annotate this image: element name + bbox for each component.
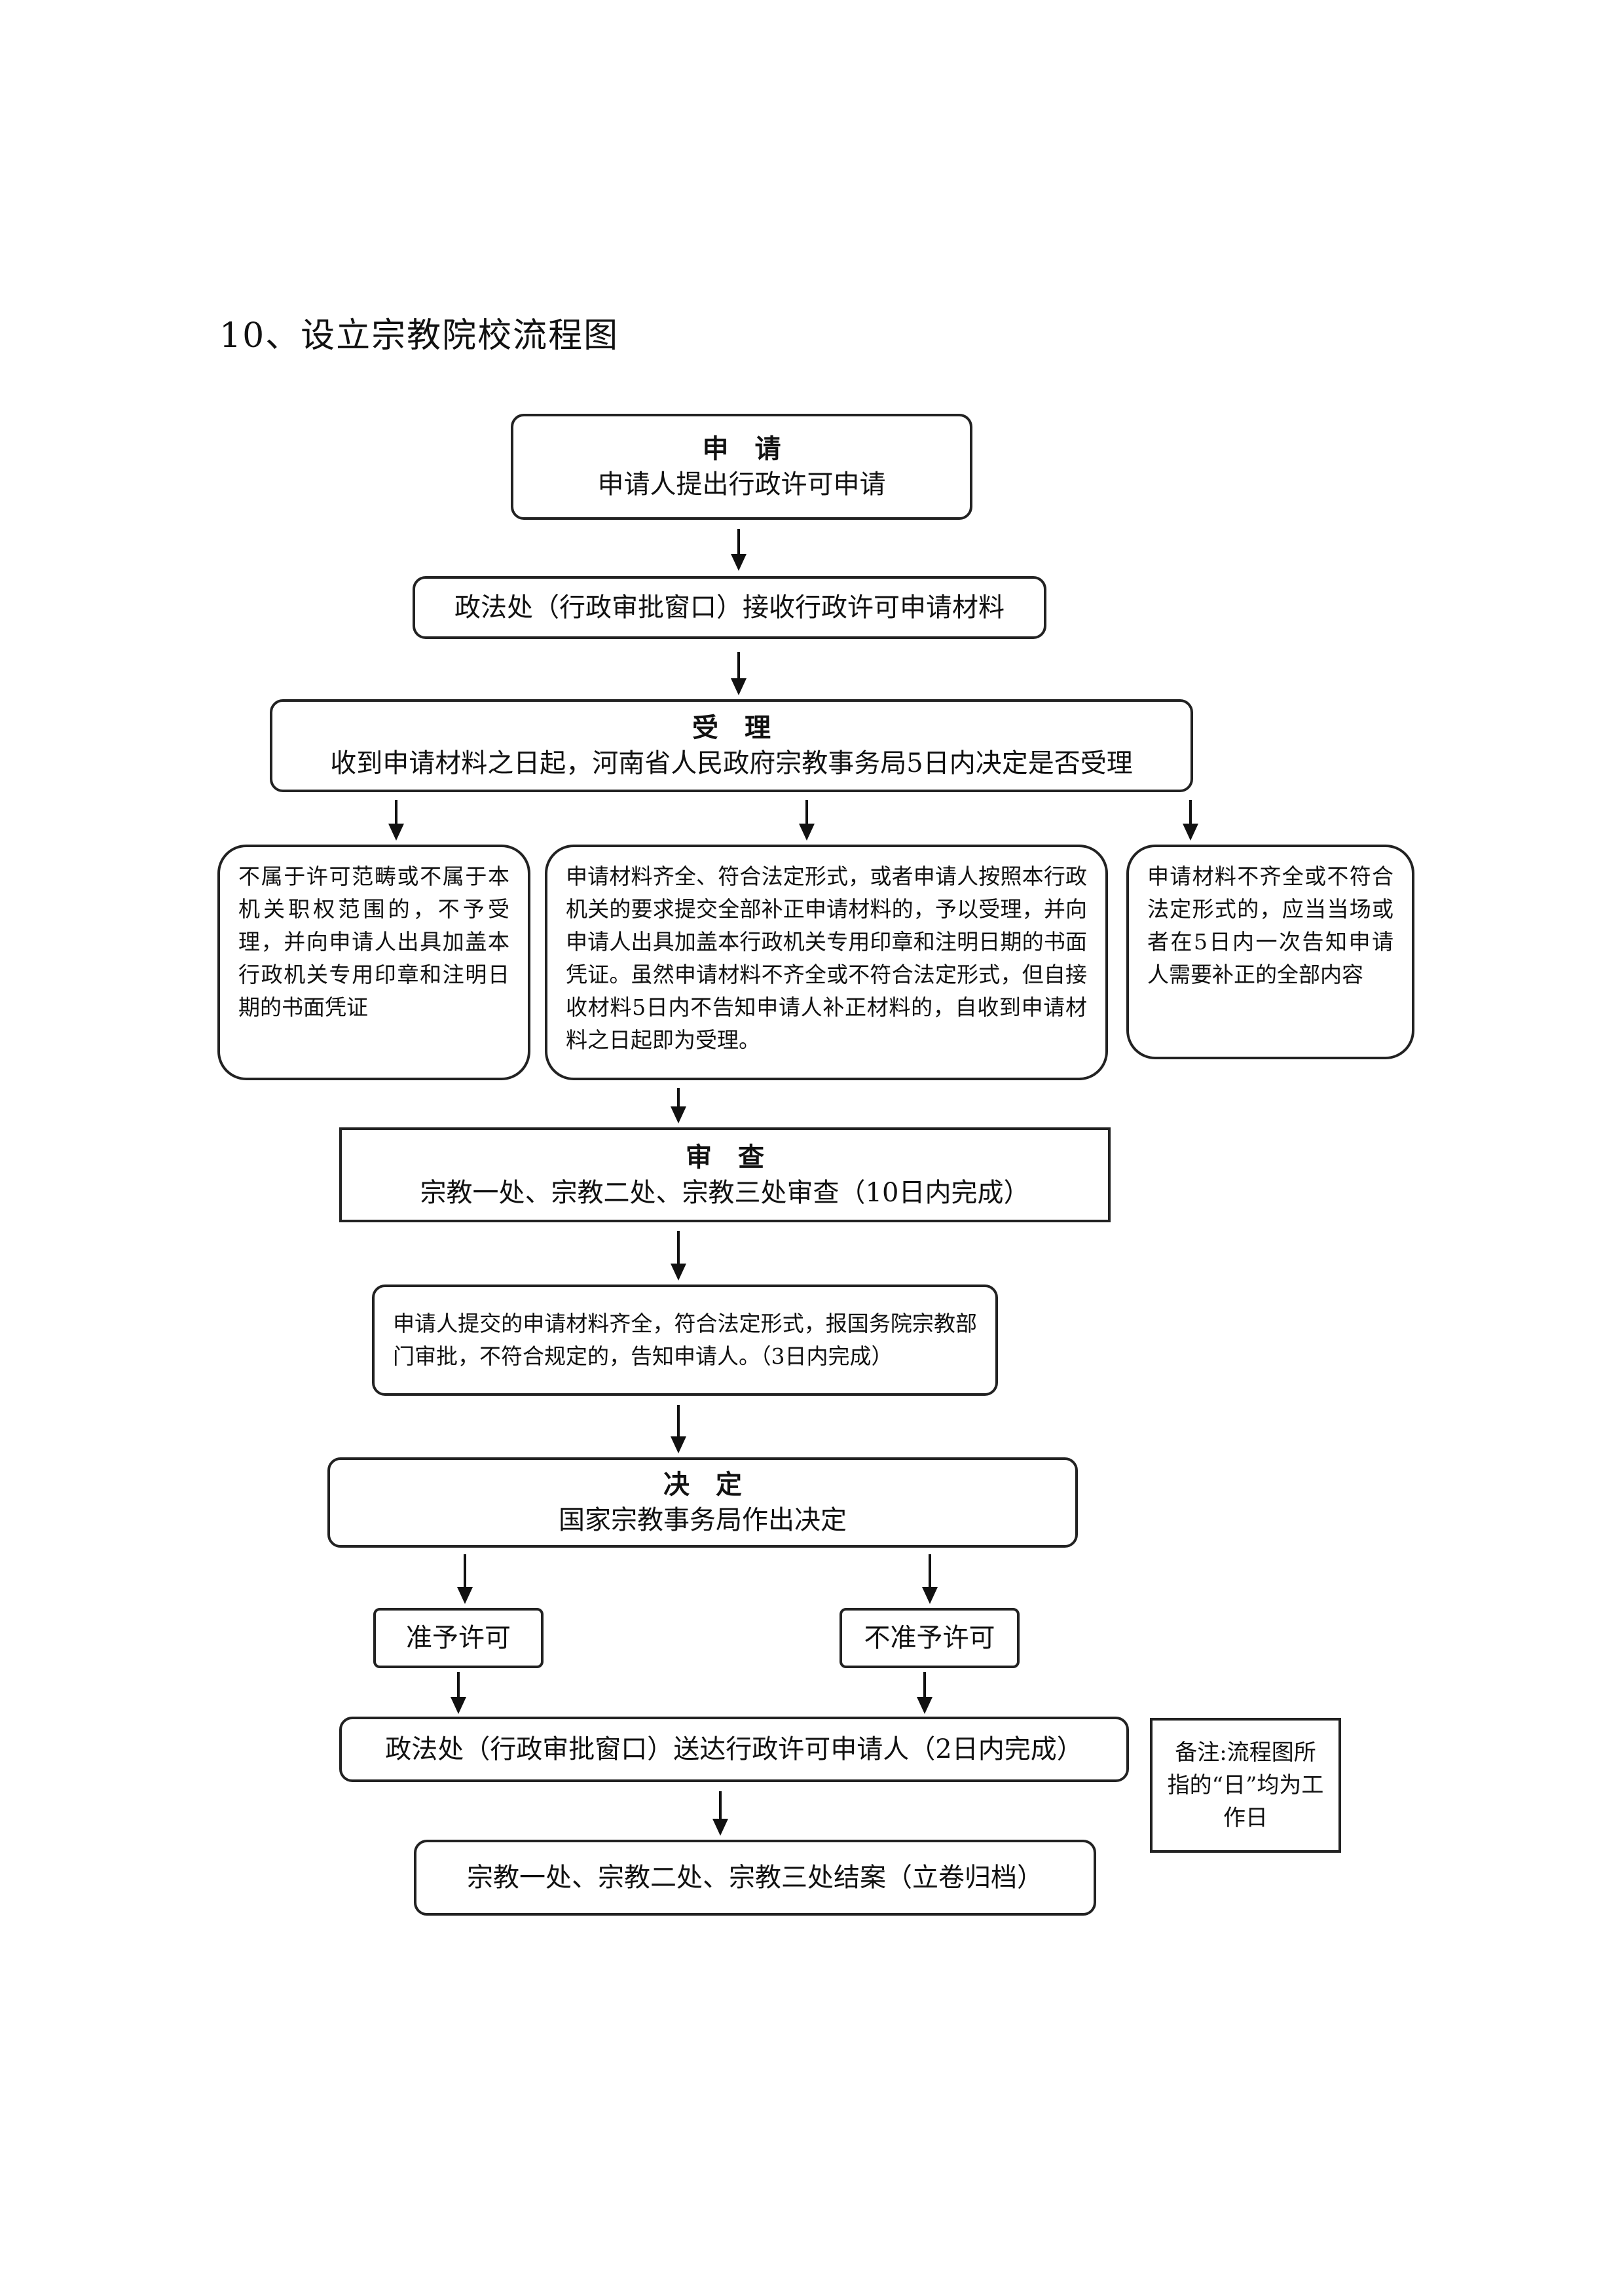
approve-box: 准予许可: [373, 1608, 544, 1668]
apply-body: 申请人提出行政许可申请: [597, 469, 886, 500]
supplement-box: 申请材料不齐全或不符合法定形式的，应当当场或者在5日内一次告知申请人需要补正的全…: [1126, 845, 1414, 1059]
accept-box: 受理 收到申请材料之日起，河南省人民政府宗教事务局5日内决定是否受理: [270, 699, 1193, 792]
apply-box: 申请 申请人提出行政许可申请: [511, 414, 972, 520]
receive-body: 政法处（行政审批窗口）接收行政许可申请材料: [454, 592, 1005, 623]
reject-acceptance-body: 不属于许可范畴或不属于本机关职权范围的，不予受理，并向申请人出具加盖本行政机关专…: [238, 864, 509, 1020]
receive-box: 政法处（行政审批窗口）接收行政许可申请材料: [413, 576, 1046, 639]
page-title: 10、设立宗教院校流程图: [219, 316, 619, 355]
report-box: 申请人提交的申请材料齐全，符合法定形式，报国务院宗教部门审批，不符合规定的，告知…: [372, 1285, 998, 1396]
accept-body: 收到申请材料之日起，河南省人民政府宗教事务局5日内决定是否受理: [330, 748, 1133, 778]
decide-box: 决定 国家宗教事务局作出决定: [327, 1457, 1078, 1548]
deliver-body: 政法处（行政审批窗口）送达行政许可申请人（2日内完成）: [385, 1734, 1083, 1764]
not-approve-body: 不准予许可: [864, 1623, 995, 1653]
archive-box: 宗教一处、宗教二处、宗教三处结案（立卷归档）: [414, 1840, 1096, 1916]
not-approve-box: 不准予许可: [840, 1608, 1020, 1668]
decide-body: 国家宗教事务局作出决定: [559, 1505, 847, 1535]
decide-title: 决定: [663, 1469, 768, 1500]
note-body: 备注:流程图所指的“日”均为工作日: [1167, 1740, 1324, 1831]
supplement-body: 申请材料不齐全或不符合法定形式的，应当当场或者在5日内一次告知申请人需要补正的全…: [1147, 864, 1393, 987]
report-body: 申请人提交的申请材料齐全，符合法定形式，报国务院宗教部门审批，不符合规定的，告知…: [393, 1311, 977, 1369]
review-body: 宗教一处、宗教二处、宗教三处审查（10日内完成）: [420, 1177, 1030, 1208]
accept-title: 受理: [692, 712, 797, 743]
approve-body: 准予许可: [406, 1623, 511, 1653]
archive-body: 宗教一处、宗教二处、宗教三处结案（立卷归档）: [467, 1863, 1043, 1893]
reject-acceptance-box: 不属于许可范畴或不属于本机关职权范围的，不予受理，并向申请人出具加盖本行政机关专…: [217, 845, 530, 1080]
arrowhead: [731, 554, 747, 571]
review-box: 审查 宗教一处、宗教二处、宗教三处审查（10日内完成）: [339, 1127, 1111, 1222]
deliver-box: 政法处（行政审批窗口）送达行政许可申请人（2日内完成）: [339, 1717, 1129, 1782]
note-box: 备注:流程图所指的“日”均为工作日: [1150, 1718, 1341, 1853]
apply-title: 申请: [702, 433, 807, 464]
review-title: 审查: [686, 1141, 790, 1173]
accept-condition-body: 申请材料齐全、符合法定形式，或者申请人按照本行政机关的要求提交全部补正申请材料的…: [566, 864, 1087, 1053]
accept-condition-box: 申请材料齐全、符合法定形式，或者申请人按照本行政机关的要求提交全部补正申请材料的…: [545, 845, 1108, 1080]
